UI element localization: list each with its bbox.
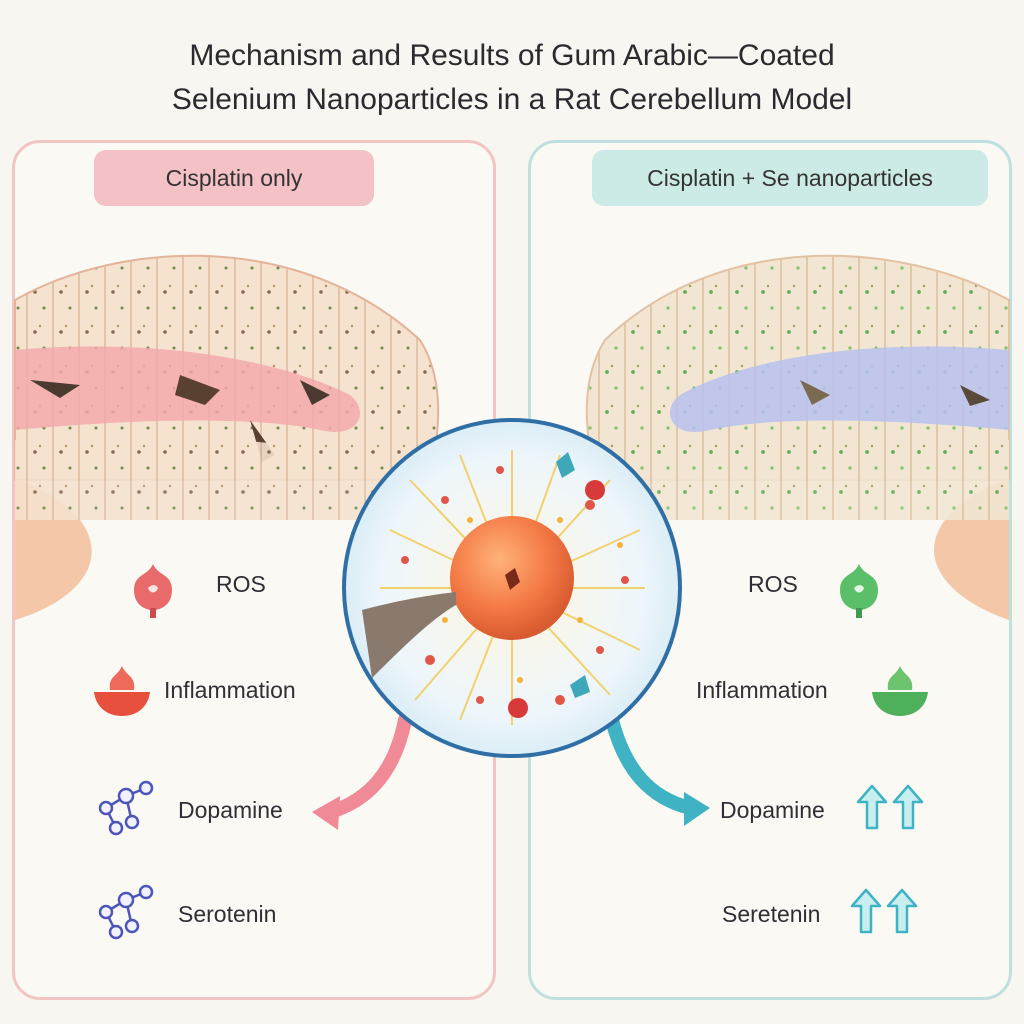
page-title: Mechanism and Results of Gum Arabic—Coat…: [0, 34, 1024, 122]
left-dopamine-label: Dopamine: [178, 797, 283, 823]
cisplatin-only-tag: Cisplatin only: [94, 150, 374, 206]
left-arrowhead: [312, 796, 340, 830]
right-seretenin-label: Seretenin: [722, 901, 821, 927]
left-cerebellum-illustration: [14, 254, 440, 620]
left-ros-label: ROS: [216, 571, 266, 597]
title-line-2: Selenium Nanoparticles in a Rat Cerebell…: [171, 83, 853, 116]
inflammation-bowl-icon: [94, 666, 150, 716]
inflammation-bowl-icon: [872, 666, 928, 716]
double-up-arrow-icon: [850, 888, 918, 934]
title-line-1: Mechanism and Results of Gum Arabic—Coat…: [189, 39, 835, 72]
ros-flame-icon: [134, 564, 172, 618]
left-inflammation-label: Inflammation: [164, 677, 296, 703]
right-arrow: [605, 713, 697, 815]
right-ros-label: ROS: [748, 571, 798, 597]
left-arrow: [323, 713, 412, 819]
selenium-nanoparticle-icon: [342, 418, 682, 758]
molecule-icon: [98, 884, 154, 940]
cisplatin-se-tag: Cisplatin + Se nanoparticles: [592, 150, 988, 206]
right-arrowhead: [684, 792, 710, 826]
double-up-arrow-icon: [856, 784, 924, 830]
molecule-icon: [98, 780, 154, 836]
right-cerebellum-illustration: [585, 254, 1010, 620]
left-serotenin-label: Serotenin: [178, 901, 277, 927]
ros-flame-icon: [840, 564, 878, 618]
right-inflammation-label: Inflammation: [696, 677, 828, 703]
right-dopamine-label: Dopamine: [720, 797, 825, 823]
